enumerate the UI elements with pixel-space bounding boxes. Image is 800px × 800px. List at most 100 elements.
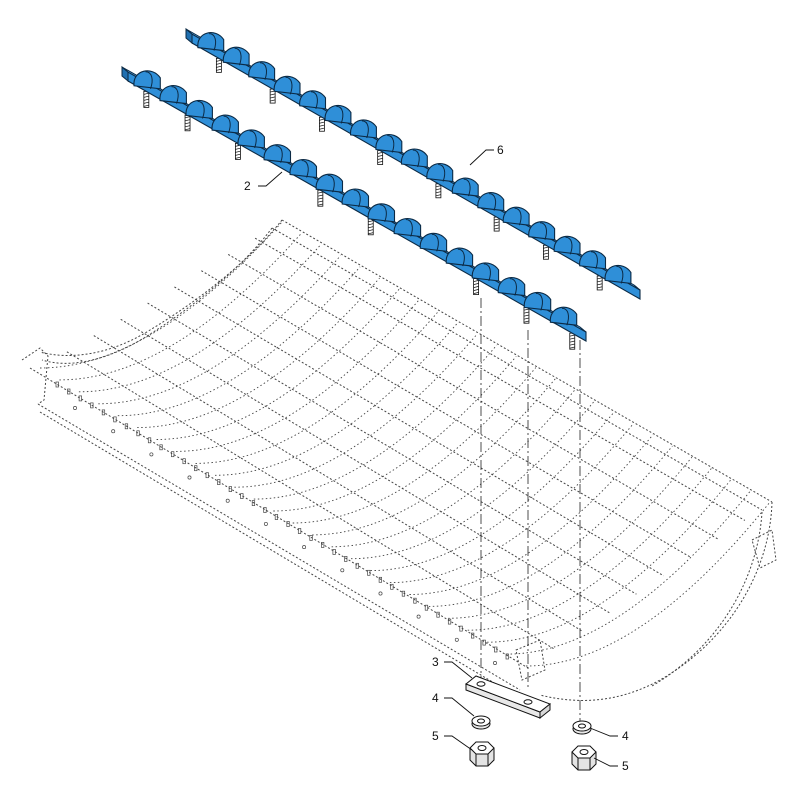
rasp-bar-rear [185,27,641,300]
callout-4-right: 4 [622,729,629,743]
rasp-bar-front-bolt [143,91,150,108]
rail-slot [413,597,417,604]
leader-6 [469,149,494,166]
rasp-bar-front-rasp [289,158,318,179]
concave-wire [428,445,673,607]
rasp-bar-rear-bolt [319,116,325,132]
rail-slot [367,569,371,576]
rasp-bar-rear-rasp [451,177,479,197]
rasp-bar-rear-rasp [400,148,428,168]
concave-wire [448,456,693,619]
concave-wire [78,244,322,393]
concave-wire [467,468,712,631]
rail-slot [401,590,406,597]
rasp-bar-front-bolt [317,189,324,207]
rasp-bar-rear-rasp [350,119,377,139]
concave-wire [195,311,439,464]
rail-slot [147,437,152,444]
concave-bar [254,237,746,521]
callout-5-right: 5 [622,759,629,773]
rasp-bar-rear-rasp [477,192,505,212]
concave-wire [253,344,498,500]
rail-hole [263,521,268,526]
concave-front-rail-3 [39,411,517,697]
rail-slot [113,416,117,423]
concave-bar [66,351,556,651]
concave-left-end-inner [41,227,273,364]
nut-right [571,745,597,771]
rail-slot [309,535,313,541]
rail-hole [493,661,497,665]
nut-left [469,741,495,767]
rail-slot [494,646,498,653]
rasp-bar-rear-rasp [426,162,454,183]
rail-slot [321,542,325,548]
concave-wire [59,232,302,381]
concave-wire [214,322,459,476]
rasp-bar-rear-rasp [553,235,581,255]
rasp-bar-rear-rasp [222,46,250,66]
concave-bar [174,286,664,577]
callout-5-left: 5 [432,729,439,743]
rail-slot [228,486,232,492]
rail-slot [297,528,302,534]
rail-slot [505,653,509,660]
rail-hole [454,637,459,642]
rail-hole [187,475,192,480]
concave-wire [176,300,419,452]
rail-hole [416,614,421,619]
rail-slot [332,549,336,555]
clamp-plate-end [539,702,551,720]
concave-front-rail-2 [37,403,521,691]
concave-wire [273,356,517,512]
concave-left-end [39,219,283,357]
rasp-bar-rear-rasp [375,133,403,154]
concave-wire [312,378,556,536]
rasp-bar-front-rasp [497,277,526,297]
rail-slot [447,618,452,625]
rasp-bar-front [121,65,587,350]
clamp-plate-hole-2 [523,699,533,705]
rasp-bar-front-rasp [315,173,344,193]
rail-slot [78,395,82,402]
concave-wire [137,277,380,429]
rasp-bar-front-bolt [473,278,479,296]
rasp-bar-front-bolt [367,218,374,236]
clamp-plate-hole-1 [476,681,486,687]
rasp-bar-front-bolt [569,332,576,350]
concave-left-tab [21,347,49,405]
rasp-bar-rear-rasp [273,75,301,95]
rasp-bar-front-rasp [263,144,292,164]
concave-bar [93,335,583,632]
rasp-bar-front-bolt [235,142,241,160]
concave-right-end-inner [651,511,763,687]
callout-6: 6 [497,143,504,157]
rail-hole [340,568,345,573]
rail-slot [355,562,359,569]
concave-wire [409,434,654,595]
rail-slot [182,458,186,465]
rail-hole [111,429,116,434]
concave-front-tab [515,639,546,681]
callout-4-left: 4 [432,691,439,705]
callouts [258,149,618,767]
concave-wire [525,501,771,667]
concave-right-tab [751,529,777,569]
rasp-bar-rear-rasp [604,264,632,285]
concave-wire [331,389,576,548]
rasp-bar-rear-rasp [579,250,607,270]
rail-slot [482,639,486,646]
concave-back-rim [281,219,773,503]
rail-hole [225,498,230,503]
rasp-bar-front-rasp [445,247,474,267]
rail-slot [90,402,94,409]
rasp-bar-front-rasp [237,129,265,149]
rasp-bar-front-rasp [159,85,187,105]
rail-slot [344,556,348,562]
concave-wire [39,221,283,369]
rail-slot [136,430,140,437]
concave-bar [147,302,637,595]
rasp-bar-rear-rasp [502,206,530,226]
rasp-bar-rear-bolt [543,244,549,260]
rasp-bar-rear-rasp [299,90,327,110]
